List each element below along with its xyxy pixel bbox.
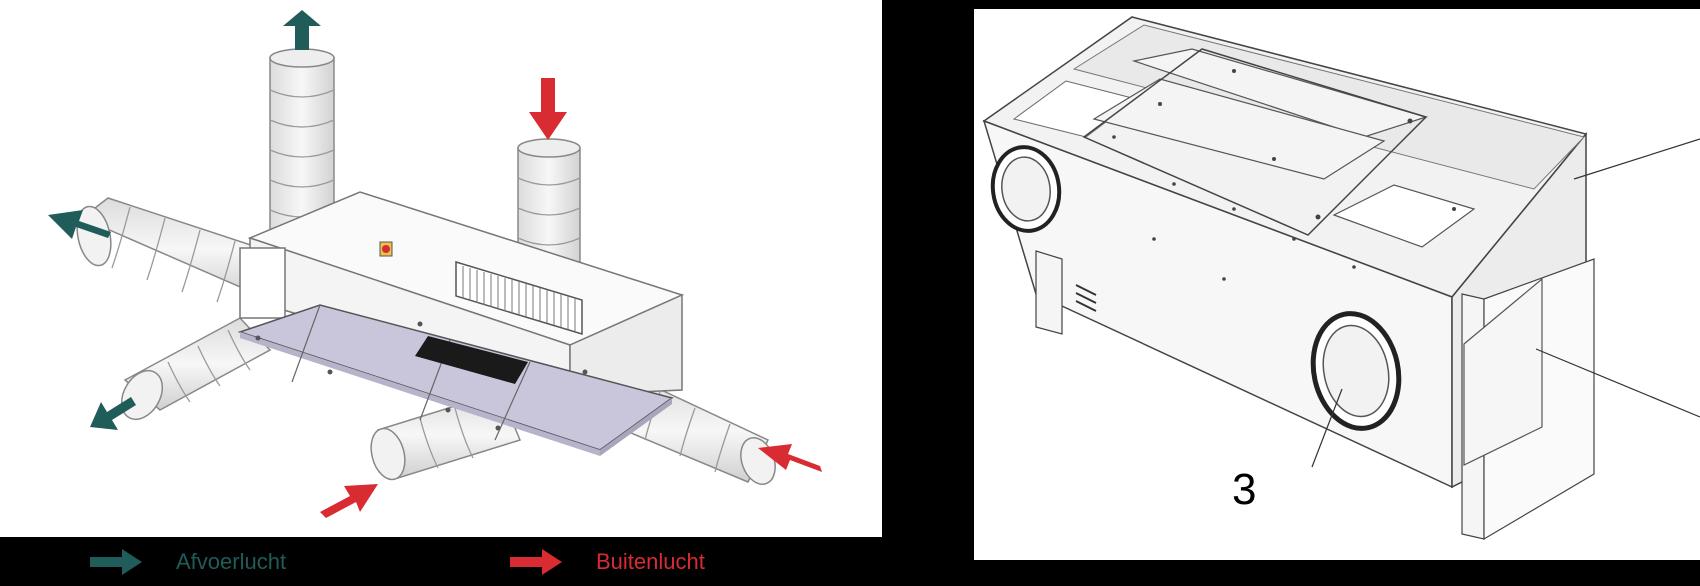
- legend: Afvoerlucht Buitenlucht: [0, 537, 882, 586]
- legend-item-exhaust: Afvoerlucht: [88, 537, 286, 586]
- arrow-outside-bottom-left: [320, 484, 378, 518]
- arrow-right-icon: [90, 548, 142, 575]
- unit-switch: [379, 241, 393, 257]
- ventilation-unit: [237, 191, 685, 456]
- product-drawing-panel: 3: [974, 9, 1700, 560]
- callout-number: 3: [1232, 465, 1257, 514]
- left-duct-port: [990, 145, 1062, 233]
- duct-left-upper: [76, 197, 292, 303]
- arrow-right-icon: [510, 548, 562, 575]
- arrow-outside-right: [758, 444, 822, 472]
- arrow-exhaust-left: [48, 210, 111, 239]
- unit-grille: [455, 260, 583, 336]
- underside-slot: [415, 336, 528, 384]
- arrow-exhaust-top: [283, 10, 321, 50]
- callout-line-3: [1311, 388, 1343, 468]
- legend-item-outside: Buitenlucht: [508, 537, 705, 586]
- arrow-outside-top: [529, 78, 567, 140]
- arrow-exhaust-lower-left: [90, 397, 136, 430]
- callout-line-1: [1573, 138, 1700, 180]
- ducting-schematic-panel: [0, 0, 882, 537]
- ducting-schematic: [48, 10, 822, 518]
- top-access-panel: [1332, 184, 1476, 248]
- product-drawing: [982, 16, 1700, 541]
- legend-label-outside: Buitenlucht: [596, 548, 705, 574]
- legend-label-exhaust: Afvoerlucht: [176, 548, 287, 574]
- callout-line-2: [1535, 348, 1700, 418]
